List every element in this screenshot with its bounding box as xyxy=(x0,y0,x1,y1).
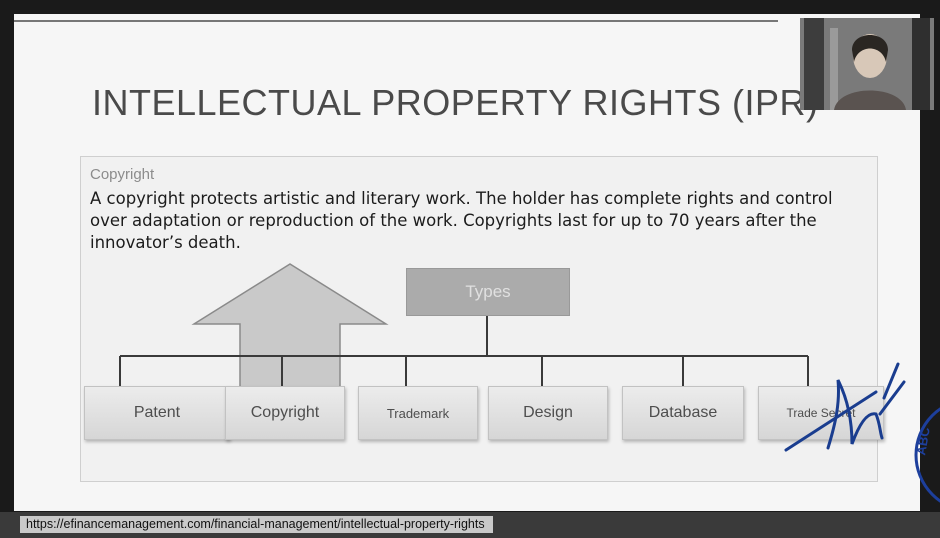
signature-scribble xyxy=(784,362,906,452)
type-patent: Patent xyxy=(84,386,230,440)
type-trade-secret: Trade Secret xyxy=(758,386,884,440)
source-url: https://efinancemanagement.com/financial… xyxy=(20,516,493,533)
presenter-image xyxy=(800,18,934,110)
webcam-thumbnail xyxy=(800,18,934,110)
box-heading: Copyright xyxy=(90,166,155,183)
type-design: Design xyxy=(488,386,608,440)
svg-text:ABC: ABC xyxy=(913,425,933,456)
slide-title: INTELLECTUAL PROPERTY RIGHTS (IPR) xyxy=(92,82,819,123)
type-database: Database xyxy=(622,386,744,440)
type-trademark: Trademark xyxy=(358,386,478,440)
types-node: Types xyxy=(406,268,570,316)
box-body-text: A copyright protects artistic and litera… xyxy=(90,189,833,252)
stamp-seal: ABC xyxy=(913,407,940,503)
type-copyright: Copyright xyxy=(225,386,345,440)
slide-top-rule xyxy=(14,20,778,22)
